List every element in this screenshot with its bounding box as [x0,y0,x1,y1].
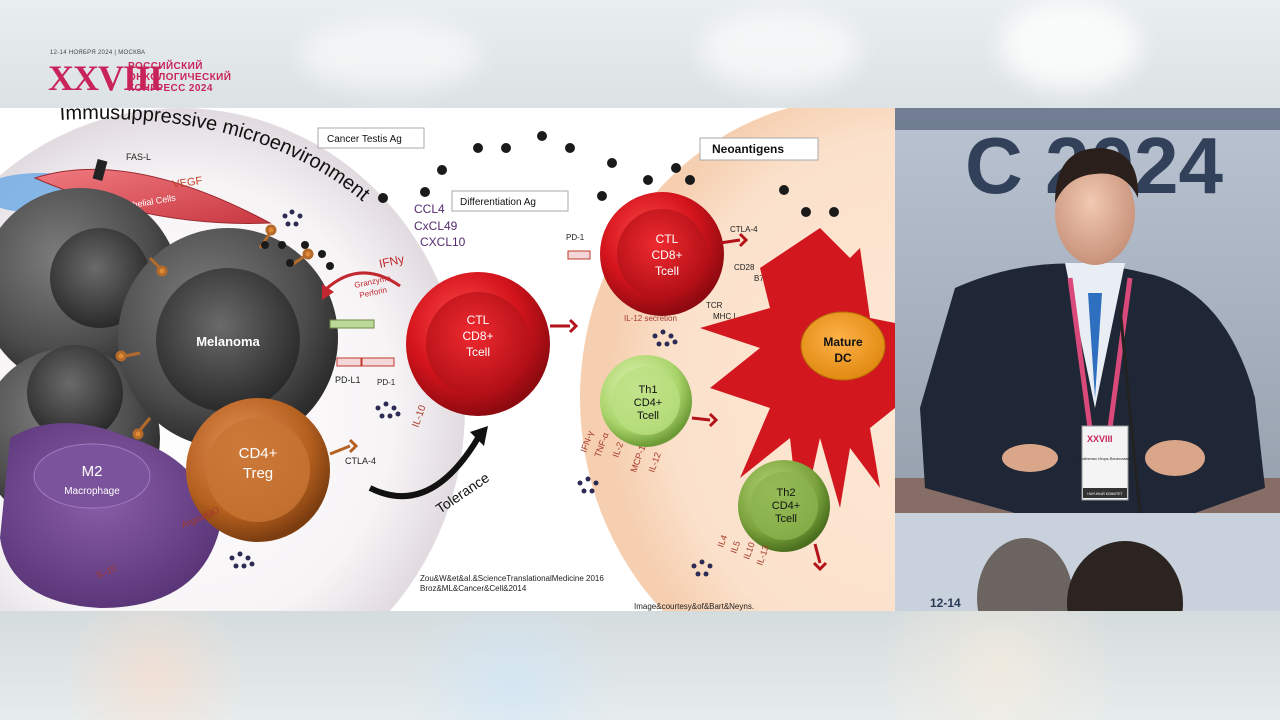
tolerance-arrow [368,436,481,500]
logo-line1: РОССИЙСКИЙ [128,61,203,72]
bokeh-light [700,10,860,90]
ctla4-left-label: CTLA-4 [345,456,376,466]
il12-secretion-label: IL-12 secretion [624,314,677,323]
microphone [1118,307,1142,514]
ctl-right-line3: Tcell [655,264,679,278]
th1-line3: Tcell [637,410,659,422]
bokeh-light [300,20,480,90]
cytokine-dots-bottom-left [229,551,255,569]
cytokine-dots-mid [282,209,401,419]
ctla4-right-label: CTLA-4 [730,225,758,234]
cxcl10-label: CXCL10 [420,235,466,249]
citation-1: Zou&W&et&al.&ScienceTranslationalMedicin… [420,574,604,583]
differentiation-box [451,190,569,212]
pdl1-label: PD-L1 [335,375,361,385]
logo-line3: КОНГРЕСС 2024 [128,83,213,94]
fas-l-marker [92,159,108,181]
m2-title: M2 [82,463,103,480]
pdl1-receptor [336,357,362,367]
slide-panel: Immusuppressive microenvironment Endothe… [0,108,895,611]
melanoma-receptors [115,224,314,440]
th1-line1: Th1 [639,384,658,396]
badge-name: Самойленко Игорь Вячеславович [1074,456,1137,461]
mhc-label: MHC I [713,312,736,321]
speaker-badge [1081,425,1129,501]
pd1-right-label: PD-1 [566,233,585,242]
pd1-right-receptor [567,250,591,260]
th1-line2: CD4+ [634,397,662,409]
melanoma-label: Melanoma [196,334,260,349]
tcr-label: TCR [706,301,723,310]
audience-head-1 [977,538,1073,611]
speaker-tie [1088,293,1102,398]
speaker-scene: C 2024 12-14 XXVIII Самойленко Игорь Вяч… [895,108,1280,611]
bokeh-light [1000,0,1140,90]
speaker-hair [1055,148,1139,203]
neoantigens-label: Neoantigens [712,142,784,156]
antigen-beads-left [261,241,334,270]
neoantigens-box [699,137,819,161]
ctl-right-line2: CD8+ [651,248,682,262]
ctl-left-line2: CD8+ [462,329,493,343]
badge-role: НАУЧНЫЙ КОМИТЕТ [1087,492,1123,496]
treg-line2: Treg [243,465,273,482]
cancer-testis-box [317,127,425,149]
th1-cytokine-3: IL-2 [610,441,625,459]
speaker-face [1055,161,1135,265]
image-courtesy: Image&courtesy&of&Bart&Neyns. [634,602,754,611]
m2-subtitle: Macrophage [64,486,120,497]
th2-line2: CD4+ [772,500,800,512]
ifny-label: IFNy [378,252,406,271]
logo-date: 12-14 НОЯБРЯ 2024 | МОСКВА [50,50,146,56]
pd1-left-label: PD-1 [377,378,396,387]
podium-text: 12-14 [930,596,961,610]
ctl-right-line1: CTL [656,232,679,246]
th2-line3: Tcell [775,513,797,525]
badge-numeral: XXVIII [1087,434,1113,444]
immunology-diagram: Immusuppressive microenvironment Endothe… [0,108,895,611]
mature-dc-line1: Mature [823,335,863,349]
congress-logo: 12-14 НОЯБРЯ 2024 | МОСКВА XXVIII РОССИЙ… [48,50,238,102]
logo-numeral: XXVIII [48,58,163,98]
cancer-testis-label: Cancer Testis Ag [327,134,402,145]
cytokine-dots-right [577,329,713,577]
cxcl49-label: CxCL49 [414,219,458,233]
differentiation-label: Differentiation Ag [460,197,536,208]
logo-text: РОССИЙСКИЙ ОНКОЛОГИЧЕСКИЙ КОНГРЕСС 2024 [128,61,231,94]
logo-line2: ОНКОЛОГИЧЕСКИЙ [128,72,232,83]
audience-head-2 [1067,541,1183,611]
ctl-left-line3: Tcell [466,345,490,359]
ctl-left-line1: CTL [467,313,490,327]
speaker-right-hand [1145,440,1205,476]
treg-line1: CD4+ [239,445,278,462]
th2-cytokine-2: IL5 [728,540,742,555]
vegf-label: VEGF [172,175,204,191]
ifny-arrow [323,271,401,292]
th2-cytokine-1: IL4 [715,534,729,549]
bottom-background [0,611,1280,720]
speaker-video: C 2024 12-14 XXVIII Самойленко Игорь Вяч… [895,108,1280,611]
mature-dc-line2: DC [834,351,852,365]
ccl4-label: CCL4 [414,202,445,216]
fas-l-label: FAS-L [126,152,151,162]
th2-line1: Th2 [777,487,796,499]
citation-2: Broz&ML&Cancer&Cell&2014 [420,584,527,593]
cd28-label: CD28 [734,263,755,272]
pd1-receptor [361,357,395,367]
mature-dendritic-cell [700,228,895,528]
speaker-left-hand [1002,444,1058,472]
